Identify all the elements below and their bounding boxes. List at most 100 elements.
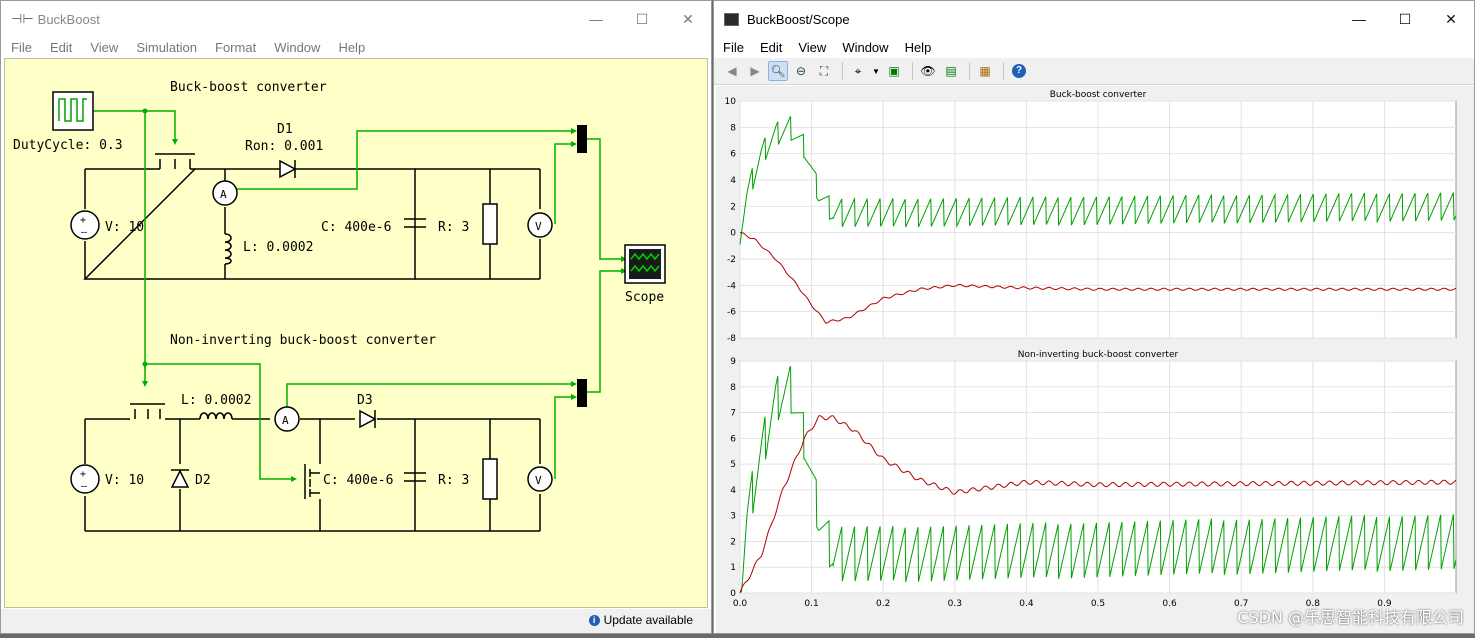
help-icon[interactable]: ? (1009, 61, 1029, 81)
x-tick-label: 0.0 (733, 599, 748, 609)
fit-icon[interactable]: ⛶ (819, 63, 829, 78)
circuit2-title: Non-inverting buck-boost converter (170, 333, 436, 348)
scope-menu-window[interactable]: Window (842, 39, 889, 55)
pulse-label: DutyCycle: 0.3 (13, 138, 123, 153)
schematic-canvas[interactable]: A + – V (4, 58, 708, 608)
menu-format[interactable]: Format (215, 39, 257, 55)
plot-title: Non-inverting buck-boost converter (1018, 350, 1179, 360)
watermark: CSDN @乐思智能科技有限公司 (1237, 608, 1464, 627)
y-tick-label: 8 (730, 123, 736, 133)
menu-edit[interactable]: Edit (49, 39, 73, 55)
mosfet-3[interactable] (304, 464, 320, 499)
forward-icon[interactable]: ▶ (750, 64, 760, 78)
d1-label: D1 (277, 122, 293, 137)
close-button[interactable]: ✕ (682, 10, 694, 27)
scope-block[interactable]: Scope (624, 244, 666, 305)
ammeter-2-label: A (282, 414, 289, 427)
voltmeter-2-label: V (535, 474, 542, 487)
zoom-out-icon[interactable]: ⊖ (795, 64, 807, 78)
mux-1[interactable] (577, 125, 587, 153)
diode-d2[interactable] (170, 469, 190, 488)
y-tick-label: -4 (727, 281, 736, 291)
source2-label: V: 10 (105, 473, 144, 488)
scope-toolbar: ◀ ▶ 🔍︎ ⊖ ⛶ ⌖ ▼ ▣ 👁︎ ▤ ▦ ? (714, 58, 1474, 85)
back-icon[interactable]: ◀ (727, 64, 737, 78)
scope-minimize-button[interactable]: — (1352, 11, 1366, 27)
update-notice[interactable]: i Update available (588, 613, 693, 627)
scope-titlebar[interactable]: BuckBoost/Scope — ☐ ✕ (714, 1, 1474, 37)
scope-menu-view[interactable]: View (798, 39, 827, 55)
cursor-icon[interactable]: ⌖ (854, 63, 862, 78)
dropdown-icon[interactable]: ▼ (872, 66, 880, 76)
x-tick-label: 0.9 (1377, 599, 1392, 609)
y-tick-label: 0 (730, 589, 736, 599)
circuit1-title: Buck-boost converter (170, 80, 327, 95)
ammeter-1[interactable]: A (212, 180, 238, 206)
scope-window-title: BuckBoost/Scope (747, 11, 850, 27)
x-tick-label: 0.4 (1019, 599, 1034, 609)
scope-menu-help[interactable]: Help (904, 39, 932, 55)
schematic: A + – V (13, 80, 666, 532)
add-plot-icon[interactable]: ▤ (945, 64, 957, 78)
voltage-source-2[interactable]: + – (70, 464, 100, 494)
inductor-2[interactable] (199, 412, 245, 420)
capacitor-1[interactable] (404, 218, 426, 228)
resistor2-label: R: 3 (438, 473, 469, 488)
toolbar-separator (842, 62, 843, 80)
inductor1-label: L: 0.0002 (243, 240, 313, 255)
ammeter-2[interactable]: A (274, 406, 300, 432)
y-tick-label: 7 (730, 409, 736, 419)
scope-menu-file[interactable]: File (723, 39, 744, 55)
diode-d1[interactable] (279, 159, 297, 179)
menu-file[interactable]: File (11, 39, 32, 55)
menu-help[interactable]: Help (338, 39, 366, 55)
y-tick-label: 1 (730, 563, 736, 573)
app-icon: ⊣⊢ (11, 11, 34, 26)
scope-maximize-button[interactable]: ☐ (1398, 10, 1412, 27)
y-tick-label: 8 (730, 383, 736, 393)
inductor-1[interactable] (224, 233, 232, 265)
mosfet-1[interactable] (155, 153, 195, 170)
series-line-green (740, 366, 1457, 593)
y-tick-label: 6 (730, 434, 736, 444)
model-titlebar[interactable]: ⊣⊢ BuckBoost — ☐ ✕ (1, 1, 711, 37)
svg-text:–: – (81, 481, 88, 492)
d2-label: D2 (195, 473, 211, 488)
capacitor1-label: C: 400e-6 (321, 220, 391, 235)
screenshot-icon[interactable]: ▣ (888, 64, 900, 78)
diode-d3[interactable] (359, 409, 377, 429)
svg-text:+: + (80, 469, 86, 480)
y-tick-label: 4 (730, 176, 736, 186)
pulse-generator[interactable] (52, 91, 94, 131)
maximize-button[interactable]: ☐ (635, 10, 649, 27)
toolbar-separator (969, 62, 970, 80)
y-tick-label: 4 (730, 486, 736, 496)
voltmeter-1-label: V (535, 220, 542, 233)
scope-close-button[interactable]: ✕ (1445, 10, 1457, 27)
x-tick-label: 0.1 (804, 599, 818, 609)
update-text: Update available (603, 613, 693, 627)
menu-view[interactable]: View (90, 39, 119, 55)
x-tick-label: 0.2 (876, 599, 890, 609)
scope-menu-edit[interactable]: Edit (759, 39, 783, 55)
resistor-2[interactable] (482, 458, 498, 500)
minimize-button[interactable]: — (589, 11, 603, 27)
capacitor-2[interactable] (404, 472, 426, 482)
eye-icon[interactable]: 👁︎ (920, 64, 936, 78)
voltmeter-2[interactable]: V (527, 466, 553, 492)
zoom-icon[interactable]: 🔍︎ (768, 61, 788, 81)
model-menubar: File Edit View Simulation Format Window … (1, 37, 711, 57)
mux-2[interactable] (577, 379, 587, 407)
window-title: BuckBoost (37, 11, 100, 27)
settings-icon[interactable]: ▦ (979, 64, 991, 78)
scope-menubar: File Edit View Window Help (714, 37, 1474, 57)
resistor-1[interactable] (482, 203, 498, 245)
menu-simulation[interactable]: Simulation (136, 39, 198, 55)
voltage-source-1[interactable]: + – (70, 210, 100, 240)
scope-app-icon (724, 12, 739, 26)
menu-window[interactable]: Window (274, 39, 321, 55)
scope-plots: Buck-boost converter-8-6-4-20246810Non-i… (725, 90, 1457, 609)
mosfet-2[interactable] (130, 403, 165, 419)
voltmeter-1[interactable]: V (527, 212, 553, 238)
